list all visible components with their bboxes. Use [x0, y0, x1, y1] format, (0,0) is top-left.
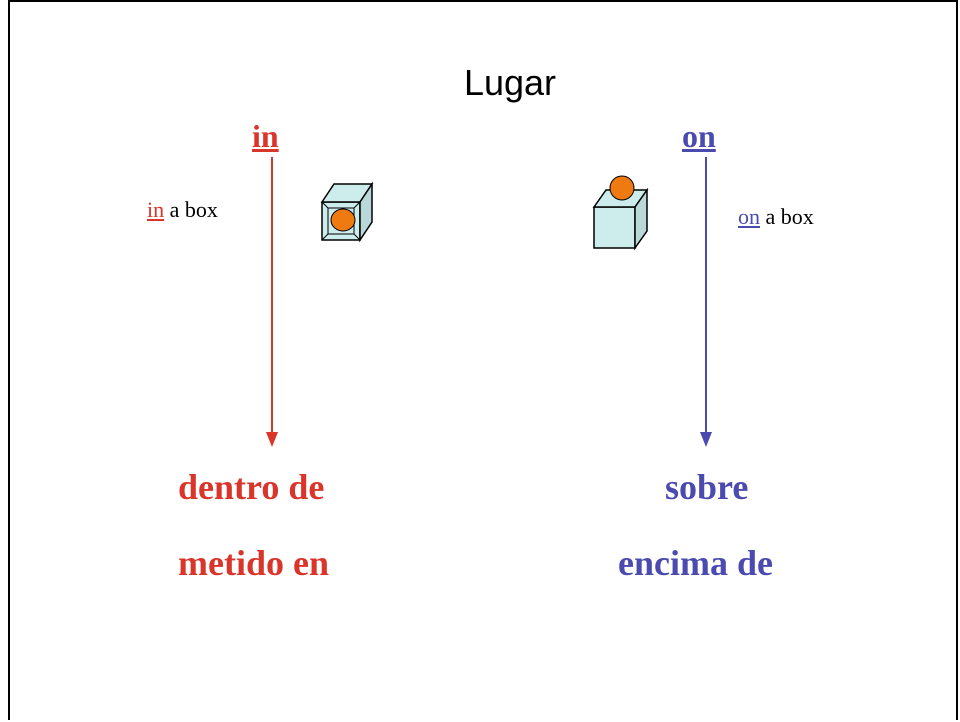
example-on: on a box: [738, 204, 814, 230]
example-on-prep: on: [738, 204, 760, 229]
heading-on: on: [682, 118, 716, 154]
translation-on-1: sobre: [665, 467, 749, 507]
heading-in: in: [252, 118, 279, 154]
cube-with-ball-on-top-icon: [592, 175, 649, 251]
arrow-in: [266, 157, 278, 447]
translation-in-1: dentro de: [178, 467, 325, 507]
slide: Lugar in in a box dentro de metido en on…: [8, 0, 958, 720]
cube-with-ball-inside-icon: [320, 181, 374, 243]
translation-on-2: encima de: [618, 543, 773, 583]
translation-in-2: metido en: [178, 543, 329, 583]
example-on-rest: a box: [760, 204, 814, 229]
example-in: in a box: [147, 197, 218, 223]
slide-title: Lugar: [463, 62, 557, 103]
example-in-prep: in: [147, 197, 165, 222]
example-in-rest: a box: [164, 197, 218, 222]
arrow-on: [700, 157, 712, 447]
diagram-art: [266, 157, 712, 447]
